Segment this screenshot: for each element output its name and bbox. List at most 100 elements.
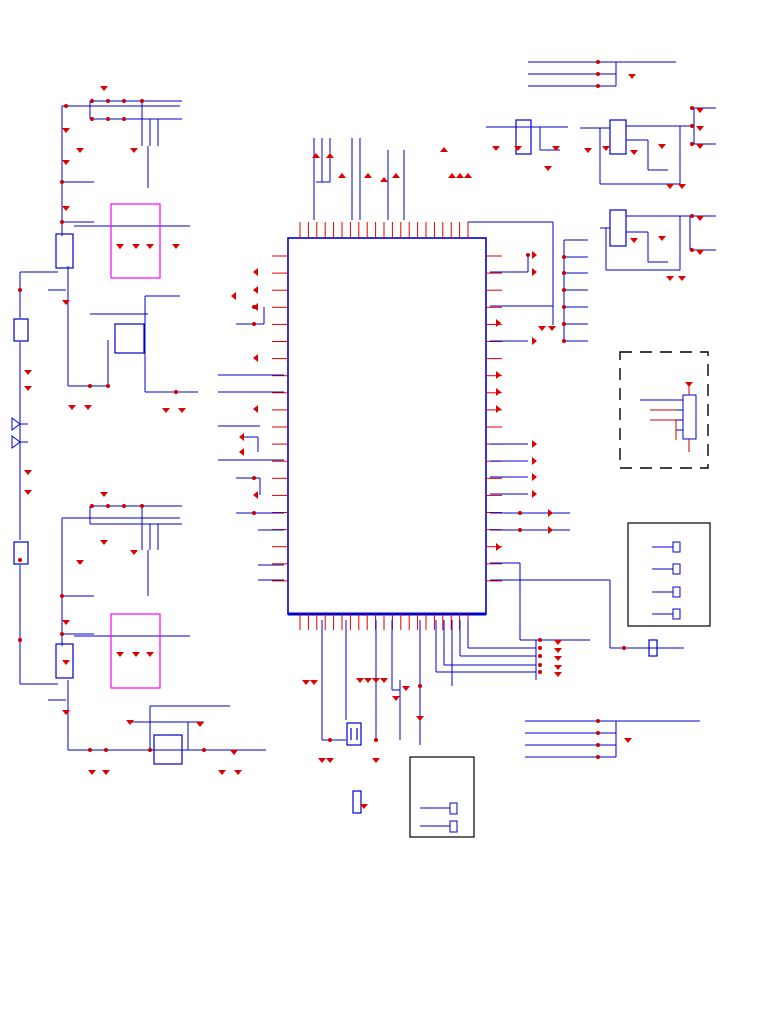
ground-symbol <box>392 696 400 701</box>
crystal <box>346 639 658 814</box>
ground-symbol <box>448 173 456 178</box>
ground-symbol <box>62 128 70 133</box>
junction-dot <box>90 99 94 103</box>
ground-symbol <box>402 686 410 691</box>
ground-symbol <box>496 388 501 396</box>
ground-symbol <box>554 640 562 645</box>
ground-symbol <box>392 173 400 178</box>
junction-dot <box>690 124 694 128</box>
ground-symbol <box>464 173 472 178</box>
ground-symbol <box>100 492 108 497</box>
ground-symbol <box>532 473 537 481</box>
ground-symbol <box>24 470 32 475</box>
driver-left-mid <box>114 323 145 354</box>
ground-symbol <box>440 147 448 152</box>
ground-symbol <box>544 166 552 171</box>
junction-dot <box>140 99 144 103</box>
ground-symbol <box>302 680 310 685</box>
module-upper <box>110 203 161 279</box>
junction-dot <box>538 670 542 674</box>
junction-dot <box>538 646 542 650</box>
ground-symbol <box>100 86 108 91</box>
ground-symbol <box>532 268 537 276</box>
ground-symbol <box>496 543 501 551</box>
ground-symbol <box>492 146 500 151</box>
junction-dot <box>526 253 530 257</box>
ground-symbol <box>76 148 84 153</box>
test-points-right <box>627 522 711 627</box>
ground-symbol <box>360 804 368 809</box>
ground-symbol <box>239 448 244 456</box>
ground-symbol <box>231 292 236 300</box>
junction-dot <box>562 255 566 259</box>
junction-dot <box>18 638 22 642</box>
connector-left-upper <box>13 318 29 342</box>
junction-dot <box>122 99 126 103</box>
regulator-upper-left <box>55 233 74 269</box>
ground-symbol <box>218 770 226 775</box>
junction-dot <box>538 654 542 658</box>
junction-dot <box>140 504 144 508</box>
junction-dot <box>122 504 126 508</box>
ground-symbol <box>532 457 537 465</box>
ground-symbol <box>62 160 70 165</box>
junction-dot <box>64 104 68 108</box>
ground-symbol <box>234 770 242 775</box>
module-lower <box>110 613 161 689</box>
test-points-right-content <box>652 541 681 620</box>
ground-symbol <box>196 722 204 727</box>
junction-dot <box>104 748 108 752</box>
ground-symbol <box>253 491 258 499</box>
ground-symbol <box>253 405 258 413</box>
junction-dot <box>518 528 522 532</box>
ground-symbol <box>380 177 388 182</box>
ground-symbol <box>630 150 638 155</box>
ground-symbol <box>685 382 693 387</box>
ground-symbol <box>372 678 380 683</box>
junction-dot <box>252 476 256 480</box>
ground-symbol <box>62 620 70 625</box>
junction-dot <box>106 117 110 121</box>
ground-symbol <box>310 680 318 685</box>
junction-dot <box>596 755 600 759</box>
ground-symbol <box>172 244 180 249</box>
ground-symbol <box>116 652 124 657</box>
opamp-top-2 <box>609 119 627 155</box>
ground-symbol <box>666 184 674 189</box>
ground-symbol <box>696 144 704 149</box>
ground-symbol <box>602 146 610 151</box>
junction-dot <box>18 288 22 292</box>
regulator-lower-left <box>55 643 74 679</box>
ground-symbol <box>326 153 334 158</box>
ground-symbol <box>356 678 364 683</box>
junction-dot <box>596 84 600 88</box>
ground-symbol <box>552 146 560 151</box>
junction-dot <box>106 99 110 103</box>
ground-symbol <box>380 678 388 683</box>
ground-symbol <box>514 146 522 151</box>
junction-dot <box>622 646 626 650</box>
ground-symbol <box>100 540 108 545</box>
junction-dot <box>518 511 522 515</box>
ground-symbol <box>532 251 537 259</box>
ground-symbol <box>126 720 134 725</box>
ground-symbol <box>678 276 686 281</box>
ground-symbol <box>554 665 562 670</box>
ground-symbol <box>696 126 704 131</box>
ground-symbol <box>102 770 110 775</box>
junction-dot <box>252 322 256 326</box>
ground-symbol <box>84 405 92 410</box>
ground-symbol <box>696 216 704 221</box>
ground-symbol <box>130 550 138 555</box>
left-upper-channel <box>19 100 198 530</box>
left-lower-channel <box>19 505 266 751</box>
ground-symbol <box>24 370 32 375</box>
ground-symbol <box>554 672 562 677</box>
junction-dot <box>18 558 22 562</box>
junction-dot <box>60 180 64 184</box>
ground-symbol <box>496 371 501 379</box>
ground-symbol <box>116 244 124 249</box>
ground-symbol <box>532 440 537 448</box>
junction-dot <box>690 248 694 252</box>
